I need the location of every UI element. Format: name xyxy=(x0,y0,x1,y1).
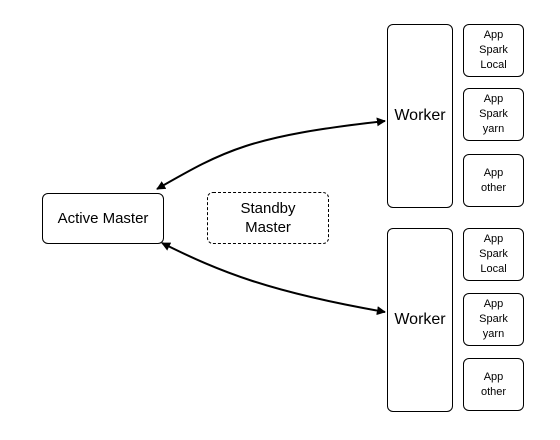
app-label-line: App xyxy=(483,370,504,383)
app-node-worker-2-spark-local: App Spark Local xyxy=(463,228,524,281)
app-label-line: Local xyxy=(480,263,507,275)
app-label-line: yarn xyxy=(482,328,505,340)
worker-2-label: Worker xyxy=(394,311,446,328)
app-label-line: App xyxy=(483,93,504,105)
app-label-line: App xyxy=(483,166,504,179)
connection-master-worker-1 xyxy=(156,117,386,190)
app-label-line: Spark xyxy=(479,313,508,325)
worker-1-label: Worker xyxy=(394,107,446,124)
connection-master-worker-2 xyxy=(161,242,386,316)
app-label-line: App xyxy=(483,233,504,245)
app-label-line: other xyxy=(480,181,507,194)
app-label-line: Spark xyxy=(479,44,508,56)
worker-node-1: Worker xyxy=(387,24,453,208)
app-label-line: Local xyxy=(480,59,507,71)
app-node-worker-1-spark-yarn: App Spark yarn xyxy=(463,88,524,141)
app-label-line: Spark xyxy=(479,108,508,120)
app-label-line: yarn xyxy=(482,123,505,135)
active-master-label: Active Master xyxy=(57,210,149,227)
standby-master-label-line-2: Master xyxy=(245,219,291,236)
app-label-line: App xyxy=(483,29,504,41)
standby-master-label-line-1: Standby xyxy=(240,200,296,217)
standby-master-node: Standby Master xyxy=(207,192,329,244)
app-label-line: other xyxy=(480,385,507,398)
app-node-worker-2-spark-yarn: App Spark yarn xyxy=(463,293,524,346)
active-master-node: Active Master xyxy=(42,193,164,244)
app-label-line: Spark xyxy=(479,248,508,260)
app-node-worker-2-other: App other xyxy=(463,358,524,411)
app-node-worker-1-other: App other xyxy=(463,154,524,207)
app-node-worker-1-spark-local: App Spark Local xyxy=(463,24,524,77)
worker-node-2: Worker xyxy=(387,228,453,412)
app-label-line: App xyxy=(483,298,504,310)
